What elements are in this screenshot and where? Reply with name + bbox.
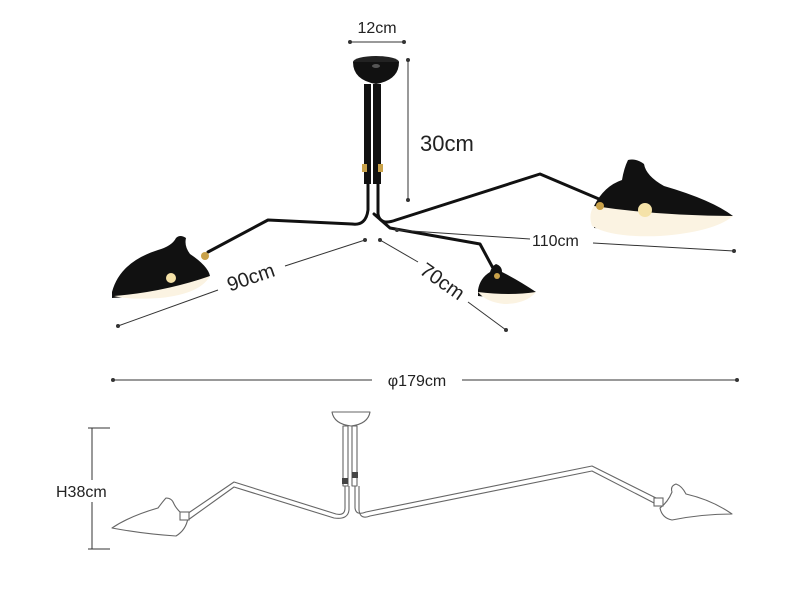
outline-arm-right [354,465,661,514]
label-overall-height: H38cm [56,484,107,501]
label-arm-left: 90cm [224,260,277,297]
shade-left [112,236,210,299]
label-arm-long: 110cm [532,233,579,250]
lamp-photo [112,56,733,304]
outline-shade-right [659,483,733,521]
dim-canopy-width: 12cm [348,20,406,44]
arm-right [376,172,608,224]
stem-rods [362,84,383,184]
arm-left [206,178,370,254]
dim-overall-diameter: φ179cm [111,373,739,390]
label-arm-short: 70cm [416,259,469,305]
outline-canopy [331,411,371,427]
dim-overall-height: H38cm [55,427,115,550]
lamp-outline-side-view [111,411,733,537]
ceiling-canopy [353,56,399,84]
arm-short [372,212,496,272]
dim-stem-height: 30cm [406,58,474,202]
shade-small [478,264,536,304]
label-canopy-width: 12cm [357,20,396,37]
shade-right [590,159,733,237]
outline-shade-left [111,497,189,537]
label-overall-diameter: φ179cm [388,373,446,390]
label-stem-height: 30cm [420,131,474,156]
outline-arm-left [183,481,346,517]
dim-arm-long: 110cm [395,228,736,253]
